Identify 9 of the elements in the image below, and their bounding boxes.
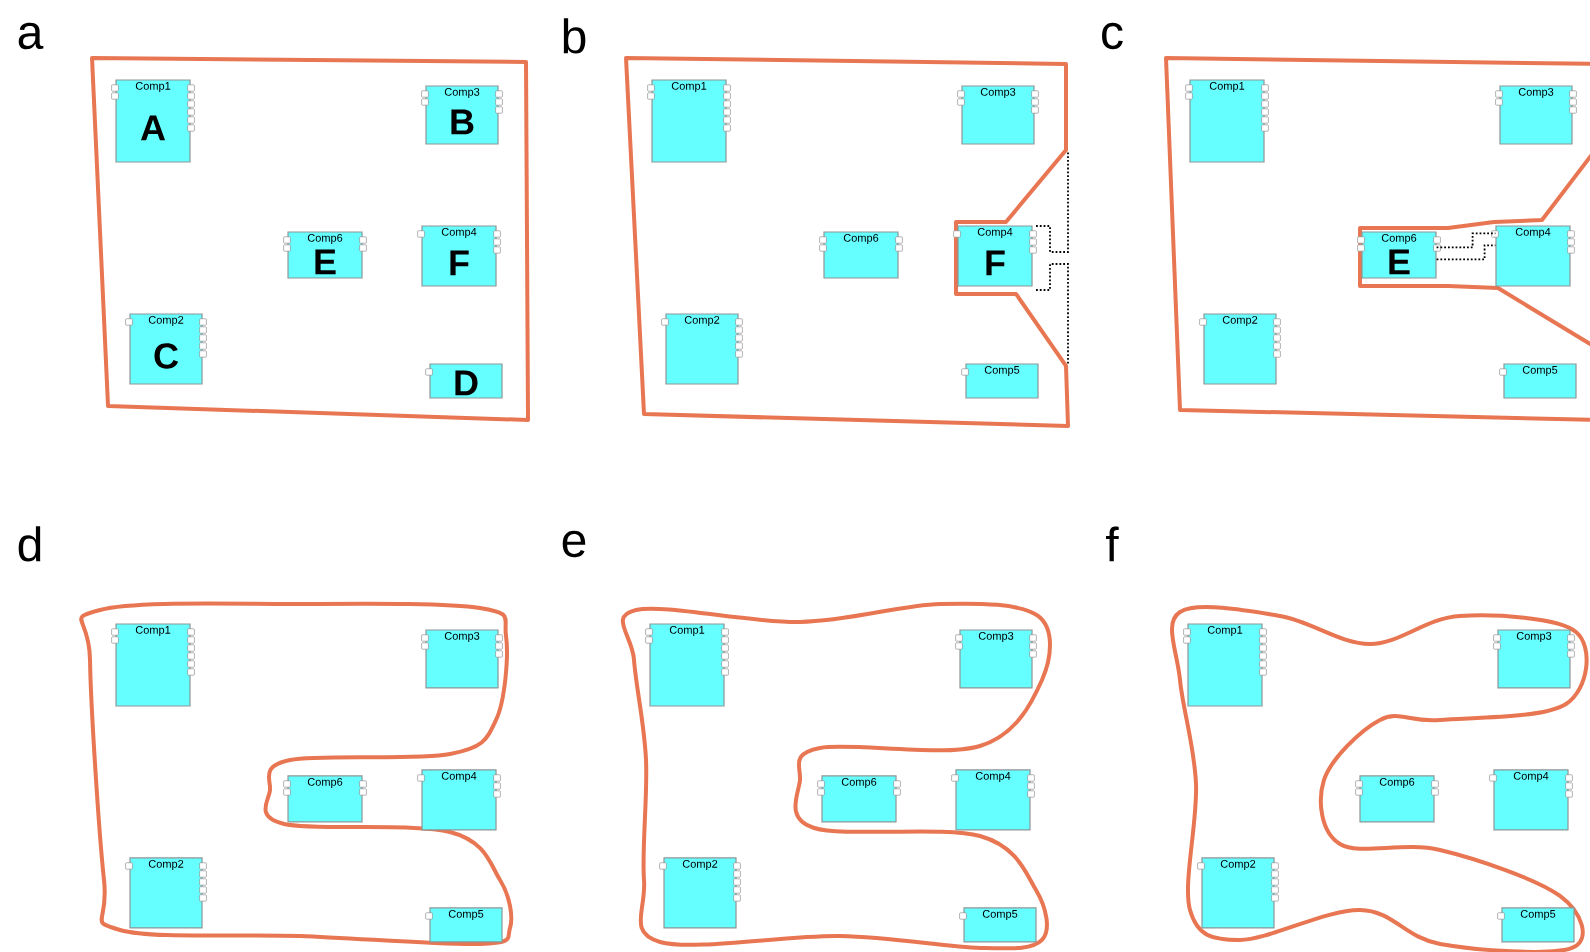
dotted-wire <box>1435 232 1497 249</box>
panel-letter: b <box>563 18 586 54</box>
dotted-wire <box>1435 244 1497 261</box>
panel-letter: c <box>1102 22 1123 50</box>
panel-letter: e <box>562 530 586 558</box>
panel-letter: f <box>1106 526 1119 562</box>
component-box: D <box>425 363 503 399</box>
panel-letter: a <box>18 22 44 50</box>
panel-letter: d <box>18 526 41 562</box>
